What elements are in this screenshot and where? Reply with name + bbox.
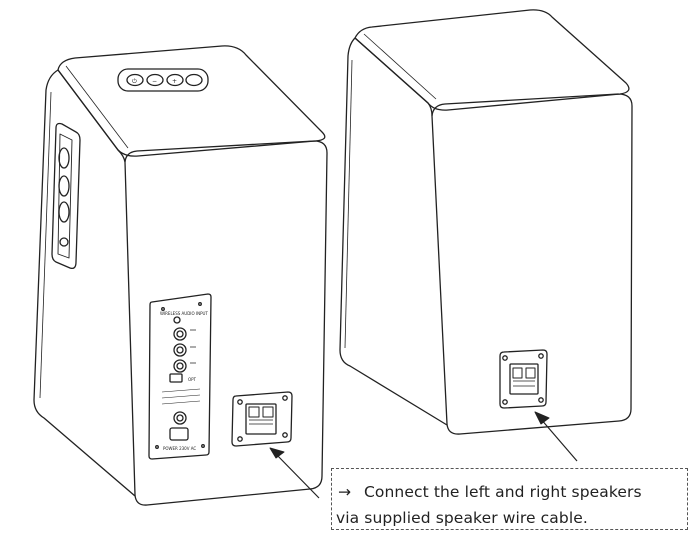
side-port-panel — [51, 122, 81, 270]
svg-text:⏻: ⏻ — [132, 78, 137, 85]
side-knob-2 — [58, 175, 70, 197]
top-button-4 — [185, 73, 203, 87]
left-speaker-back — [124, 140, 328, 506]
panel-heading: WIRELESS AUDIO INPUT — [160, 311, 208, 316]
callout-arrow-right — [534, 411, 578, 462]
terminal-red-right — [512, 367, 523, 379]
right-speaker-top — [354, 9, 630, 111]
callout-arrow-left — [269, 447, 320, 499]
instruction-caption: → Connect the left and right speakers via… — [331, 468, 688, 530]
knob-bass — [173, 359, 187, 373]
side-jack — [59, 237, 69, 247]
power-socket — [169, 427, 189, 441]
right-speaker-side — [339, 37, 448, 426]
left-speaker-terminal — [231, 391, 293, 447]
terminal-black — [262, 406, 274, 418]
right-speaker-terminal — [499, 349, 548, 409]
caption-text-2: via supplied speaker wire cable. — [336, 509, 588, 527]
top-button-2 — [146, 73, 164, 87]
side-knob-3 — [58, 201, 70, 223]
svg-text:−: − — [152, 78, 157, 85]
right-speaker — [339, 9, 633, 435]
terminal-red — [248, 406, 260, 418]
svg-text:OPT: OPT — [188, 377, 197, 382]
left-speaker-side — [33, 69, 136, 497]
optical-port — [169, 373, 183, 383]
caption-line-2: via supplied speaker wire cable. — [336, 505, 687, 531]
arrow-right-icon: → — [338, 483, 352, 501]
left-speaker-top — [57, 45, 326, 157]
power-label: POWER 230V AC — [163, 446, 196, 451]
side-knob-1 — [58, 147, 70, 169]
top-button-panel: ⏻ − + — [117, 68, 209, 92]
top-button-3 — [166, 73, 184, 87]
left-speaker: ⏻ − + WIRELESS AUDIO INPUT — [33, 45, 328, 506]
caption-line-1: → Connect the left and right speakers — [338, 479, 687, 505]
svg-text:+: + — [172, 78, 177, 85]
knob-volume — [173, 327, 187, 341]
knob-input — [173, 411, 187, 425]
terminal-black-right — [525, 367, 536, 379]
knob-treble — [173, 343, 187, 357]
caption-text-1: Connect the left and right speakers — [364, 483, 642, 501]
top-button-1 — [126, 73, 144, 87]
right-speaker-back — [431, 93, 633, 435]
rear-control-panel: WIRELESS AUDIO INPUT OPT POWER — [148, 293, 212, 460]
